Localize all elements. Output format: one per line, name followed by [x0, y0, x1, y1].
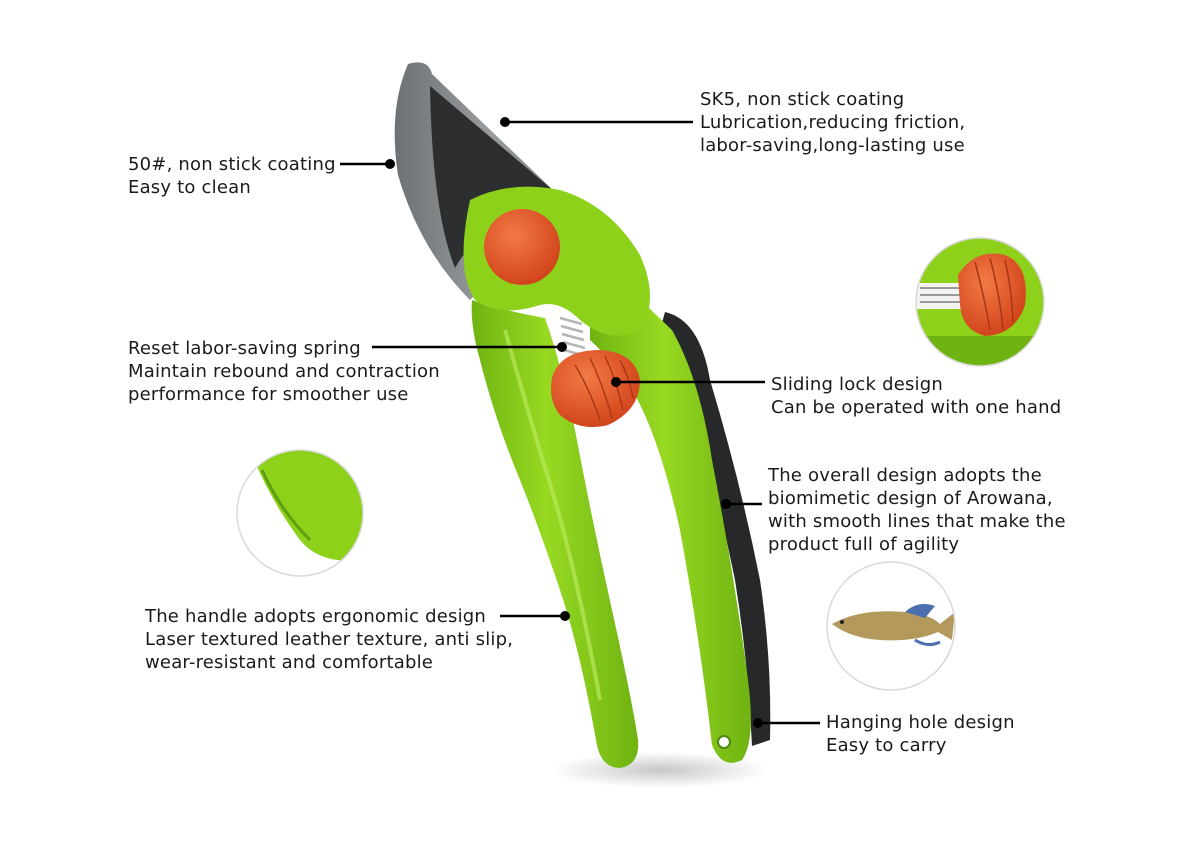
callout-arowana-line3: with smooth lines that make the [768, 511, 1066, 532]
callout-hanging-line2: Easy to carry [826, 735, 947, 756]
callout-spring: Reset labor-saving spring Maintain rebou… [128, 337, 440, 406]
callout-arowana-line1: The overall design adopts the [768, 465, 1042, 486]
inset-handle-texture [236, 449, 364, 577]
callout-sk5-line3: labor-saving,long-lasting use [700, 135, 965, 156]
inset-lock [915, 237, 1045, 367]
callout-spring-line1: Reset labor-saving spring [128, 338, 361, 359]
sliding-lock [551, 350, 640, 428]
leader-lines [340, 120, 820, 725]
callout-handle-line2: Laser textured leather texture, anti sli… [145, 629, 514, 650]
callout-sk5-line1: SK5, non stick coating [700, 89, 905, 110]
callout-handle-line1: The handle adopts ergonomic design [145, 606, 487, 627]
callout-sk5-line2: Lubrication,reducing friction, [700, 112, 966, 133]
callout-lock-line2: Can be operated with one hand [771, 397, 1062, 418]
callout-lock: Sliding lock design Can be operated with… [771, 373, 1061, 419]
front-handle-ridge [503, 329, 602, 701]
callout-hanging-line1: Hanging hole design [826, 712, 1015, 733]
back-handle-grip [660, 312, 771, 746]
inset-arowana [826, 561, 956, 691]
leader-dots [385, 117, 763, 728]
reset-spring [559, 316, 587, 358]
callout-arowana: The overall design adopts the biomimetic… [768, 464, 1066, 556]
callout-arowana-line4: product full of agility [768, 534, 960, 555]
front-handle [471, 300, 639, 768]
callout-spring-line3: performance for smoother use [128, 384, 409, 405]
callout-hanging: Hanging hole design Easy to carry [826, 711, 1015, 757]
callout-coating-50-line1: 50#, non stick coating [128, 154, 336, 175]
pivot-knob [484, 209, 560, 285]
callout-handle: The handle adopts ergonomic design Laser… [145, 605, 513, 674]
anvil-blade [430, 86, 555, 268]
callout-coating-50-line2: Easy to clean [128, 177, 251, 198]
callout-arowana-line2: biomimetic design of Arowana, [768, 488, 1053, 509]
callout-sk5: SK5, non stick coating Lubrication,reduc… [700, 88, 965, 157]
callout-spring-line2: Maintain rebound and contraction [128, 361, 440, 382]
hanging-hole [717, 735, 731, 749]
callout-lock-line1: Sliding lock design [771, 374, 943, 395]
callout-handle-line3: wear-resistant and comfortable [145, 652, 434, 673]
callout-coating-50: 50#, non stick coating Easy to clean [128, 153, 336, 199]
